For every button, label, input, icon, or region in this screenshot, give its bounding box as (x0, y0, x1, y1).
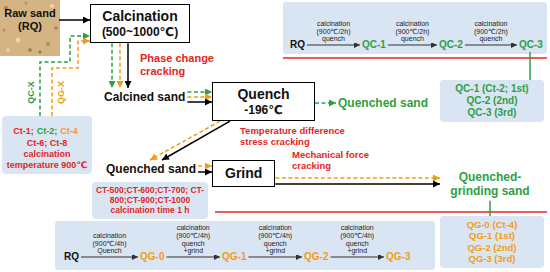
node-text: QC-1 (Ct-2; 1st) (443, 83, 541, 95)
flow-arrow (198, 171, 212, 173)
node-text: QG-1 (222, 251, 246, 263)
sample-label: QG-1 (220, 250, 248, 264)
flow-arrow (81, 256, 138, 257)
flow-arrow (150, 121, 220, 160)
sample-label: QG-3 (384, 250, 412, 264)
flow-arrow (330, 256, 384, 257)
process-box: Calcination(500~1000℃) (90, 4, 190, 43)
node-text: calcination temperature 900℃ (4, 149, 90, 171)
edge-label: calcination (900℃/2h) quench (311, 20, 357, 43)
node-text: Quenched sand (338, 96, 428, 110)
node-text: QG-3 (3rd) (443, 253, 541, 264)
edge-label: QC-X (26, 80, 37, 105)
sample-photo-label: Raw sand (RQ) (1, 6, 59, 34)
edge-label: QG-X (57, 79, 68, 104)
node-text: QC-2 (439, 39, 463, 51)
flow-arrow (307, 44, 360, 45)
flow-arrow (248, 256, 302, 257)
node-text: QG-2 (304, 251, 328, 263)
flow-arrow (187, 101, 212, 103)
flow-arrow (275, 183, 440, 185)
product-label: Quenched-grinding sand (440, 168, 540, 201)
node-text: -196℃ (217, 103, 310, 117)
node-text: RQ (290, 39, 305, 51)
node-text: Ct-2; (37, 126, 58, 137)
node-text: QG-2 (2nd) (443, 242, 541, 253)
qg-route-band (55, 221, 435, 270)
node-text: CT-500;CT-600;CT-700; CT-800;CT-900;CT-1… (95, 185, 205, 205)
node-text: Raw sand (RQ) (3, 7, 57, 33)
flow-arrow (315, 102, 336, 104)
flow-arrow (529, 52, 531, 80)
sand-grains (2, 2, 57, 54)
flow-arrow (198, 165, 212, 167)
edge-label: calcination (900℃/4h) quench +grind (252, 224, 298, 255)
node-text: Calcined sand (104, 90, 185, 104)
info-box: Ct-1;Ct-2;Ct-4Ct-6; Ct-8calcination temp… (2, 116, 92, 174)
node-text: RQ (64, 251, 79, 263)
node-text: QC-3 (519, 39, 543, 51)
node-text: QG-0 (140, 251, 164, 263)
divider-line (215, 211, 547, 213)
node-text: QG-3 (386, 251, 410, 263)
annotation-label: Phase change cracking (140, 52, 220, 77)
node-text: Ct-4 (60, 126, 78, 137)
node-text: Quenched-grinding sand (442, 170, 538, 199)
info-box: CT-500;CT-600;CT-700; CT-800;CT-900;CT-1… (92, 182, 208, 219)
node-text: QG-0 (Ct-4) (443, 219, 541, 230)
sample-label: QG-0 (138, 250, 166, 264)
annotation-label: Mechanical force cracking (292, 150, 390, 172)
process-box: Quench-196℃ (212, 82, 315, 121)
sample-label: QC-1 (360, 38, 388, 52)
annotation-label: Temperature difference stress cracking (240, 126, 370, 148)
flow-arrow (187, 91, 212, 93)
flow-arrow (40, 36, 90, 116)
product-label: Calcined sand (102, 88, 187, 106)
node-text: Quenched sand (106, 162, 196, 176)
divider-line (283, 57, 547, 59)
node-text: Grind (225, 165, 262, 182)
product-label: Quenched sand (336, 94, 430, 112)
flow-arrow (388, 44, 437, 45)
node-text: calcination time 1 h (95, 205, 205, 215)
sample-label: QC-2 (437, 38, 465, 52)
node-text: QC-2 (2nd) (443, 95, 541, 107)
edge-label: calcination (900℃/2h) quench (468, 20, 514, 43)
edge-label: calcination (900℃/4h) quench +grind (170, 224, 216, 255)
flow-arrow (162, 121, 230, 160)
process-box: Grind (212, 160, 275, 187)
sample-label: RQ (288, 38, 307, 52)
flow-arrow (275, 177, 440, 179)
node-text: QC-1 (362, 39, 386, 51)
node-text: Ct-6; Ct-8 (4, 138, 90, 149)
flow-arrow (465, 44, 517, 45)
flow-arrow (127, 43, 129, 88)
flow-arrow (187, 96, 212, 98)
sample-label: RQ (62, 250, 81, 264)
node-text: QC-3 (3rd) (443, 107, 541, 119)
flow-arrow (59, 19, 90, 21)
flow-arrow (111, 43, 113, 88)
flow-arrow (119, 43, 121, 88)
node-text: (500~1000℃) (95, 25, 185, 39)
flow-arrow (489, 201, 491, 216)
edge-label: calcination (900℃/4h) Quench (87, 232, 133, 255)
info-box: QG-0 (Ct-4)QG-1 (1st)QG-2 (2nd)QG-3 (3rd… (440, 216, 544, 268)
info-box: QC-1 (Ct-2; 1st)QC-2 (2nd)QC-3 (3rd) (440, 80, 544, 122)
edge-label: calcination (900℃/2h) quench (389, 20, 435, 43)
edge-label: calcination (900℃/4h) quench +grind (334, 224, 380, 255)
flow-arrow (166, 256, 220, 257)
node-text: Ct-1; (13, 126, 34, 137)
sample-label: QC-3 (517, 38, 545, 52)
sand-photo (0, 0, 60, 56)
flow-arrow (52, 41, 90, 116)
product-label: Quenched sand (104, 160, 198, 178)
sample-label: QG-2 (302, 250, 330, 264)
qc-route-band (283, 2, 547, 54)
node-text: Quench (217, 86, 310, 103)
node-text: QG-1 (1st) (443, 230, 541, 241)
node-text: Calcination (95, 8, 185, 25)
